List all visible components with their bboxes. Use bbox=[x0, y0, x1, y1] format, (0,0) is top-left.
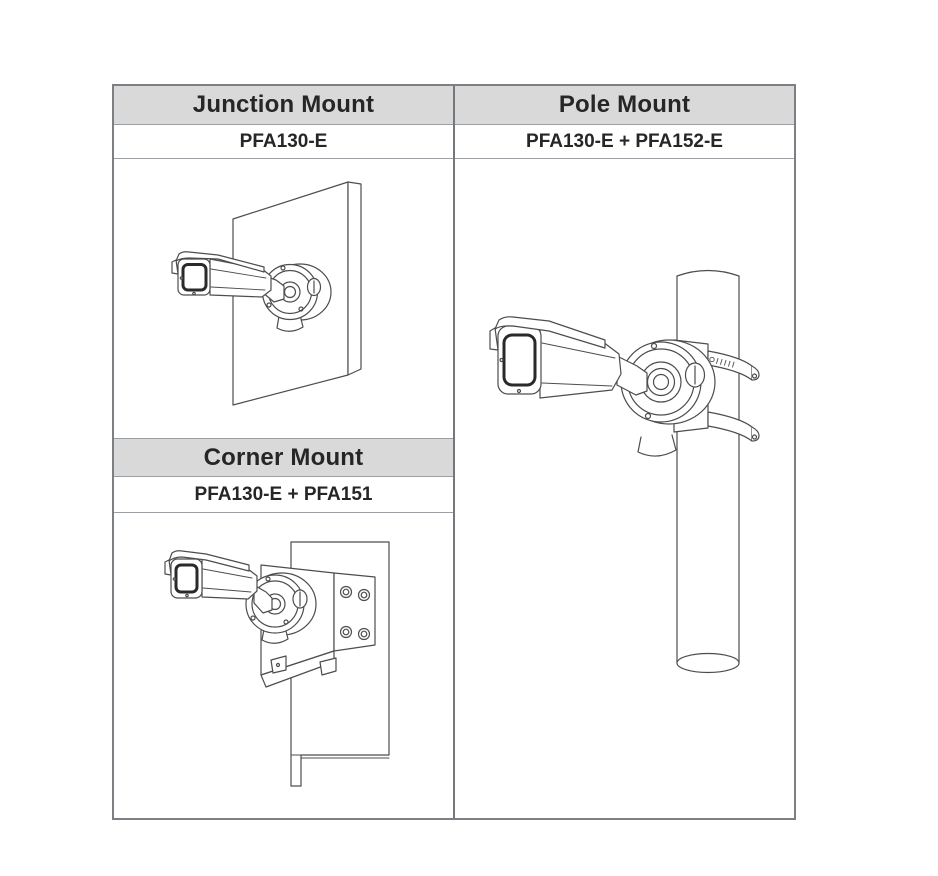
left-column: Junction Mount PFA130-E bbox=[114, 86, 455, 818]
right-column: Pole Mount PFA130-E + PFA152-E bbox=[455, 86, 794, 818]
bullet-camera bbox=[489, 316, 622, 399]
pole-mount-model: PFA130-E + PFA152-E bbox=[455, 125, 794, 159]
camera-arm bbox=[616, 355, 648, 396]
junction-mount-title: Junction Mount bbox=[192, 91, 375, 118]
junction-mount-model: PFA130-E bbox=[114, 125, 453, 159]
camera-arm bbox=[253, 584, 273, 614]
pole-mount-header: Pole Mount bbox=[455, 86, 794, 125]
junction-mount-model-label: PFA130-E bbox=[239, 130, 328, 152]
corner-mount-figure bbox=[114, 513, 453, 818]
bracket-screws bbox=[339, 585, 371, 641]
pole-mount-illustration bbox=[489, 269, 760, 674]
pole-strap-upper bbox=[707, 350, 760, 381]
pole-mount-title: Pole Mount bbox=[558, 91, 691, 118]
corner-mount-model: PFA130-E + PFA151 bbox=[114, 477, 453, 513]
pole bbox=[676, 269, 740, 674]
mount-options-table: Junction Mount PFA130-E bbox=[112, 84, 796, 820]
corner-mount-model-label: PFA130-E + PFA151 bbox=[194, 483, 373, 505]
junction-mount-illustration bbox=[171, 181, 362, 406]
pole-mount-figure bbox=[455, 159, 794, 818]
corner-mount-header: Corner Mount bbox=[114, 439, 453, 477]
strap-screw-detail bbox=[709, 356, 735, 368]
junction-box bbox=[620, 339, 716, 457]
pole-mount-model-label: PFA130-E + PFA152-E bbox=[526, 130, 723, 152]
bullet-camera bbox=[164, 550, 258, 600]
junction-box bbox=[261, 263, 332, 332]
bullet-camera bbox=[171, 251, 272, 298]
junction-mount-header: Junction Mount bbox=[114, 86, 453, 125]
pole-strap-lower bbox=[707, 411, 760, 442]
corner-mount-title: Corner Mount bbox=[203, 443, 364, 471]
junction-mount-figure bbox=[114, 159, 453, 439]
corner-mount-illustration bbox=[164, 541, 390, 787]
